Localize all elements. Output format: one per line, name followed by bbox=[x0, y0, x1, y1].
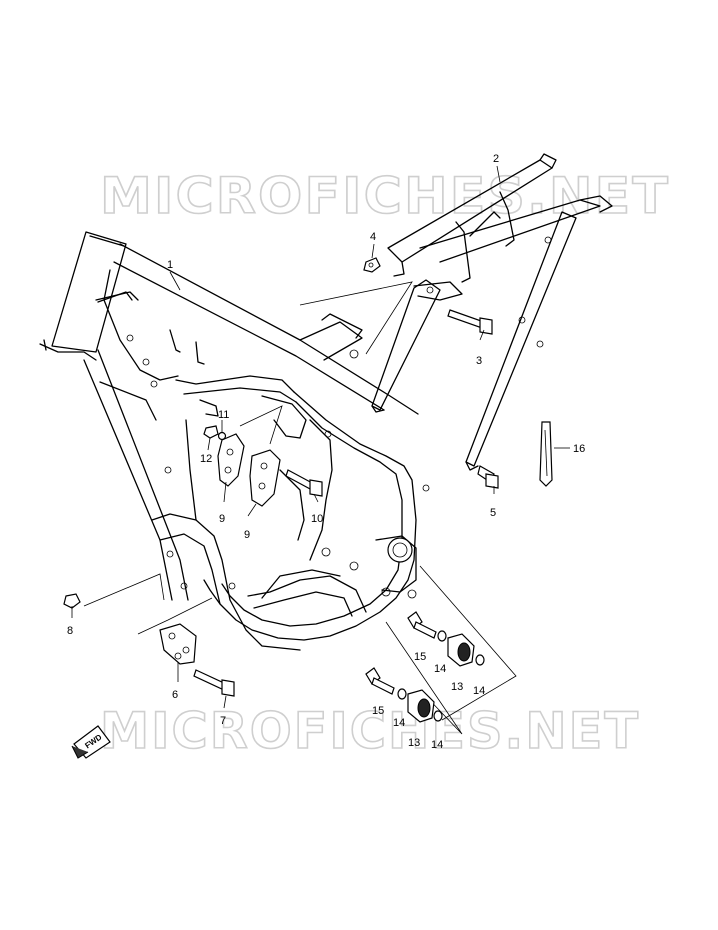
nut-8 bbox=[63, 593, 81, 609]
callout-2: 2 bbox=[493, 153, 499, 165]
bolt-3 bbox=[447, 309, 493, 335]
bracket-9-right bbox=[249, 449, 281, 507]
washer-11 bbox=[217, 431, 227, 441]
callout-16: 16 bbox=[573, 443, 585, 455]
callout-8: 8 bbox=[67, 625, 73, 637]
fwd-arrow-icon: FWD bbox=[71, 725, 111, 759]
leader-lines bbox=[71, 165, 570, 709]
bolt-15-upper bbox=[407, 611, 437, 639]
rear-subframe bbox=[371, 153, 613, 471]
washer-14-a bbox=[437, 630, 447, 642]
callout-14-b: 14 bbox=[473, 685, 485, 697]
callout-15-upper: 15 bbox=[414, 651, 426, 663]
bolt-5 bbox=[477, 465, 499, 489]
callout-15-lower: 15 bbox=[372, 705, 384, 717]
callout-4: 4 bbox=[370, 231, 376, 243]
guide-line-bolt-8 bbox=[83, 573, 165, 607]
watermark-bottom: MICROFICHES.NET bbox=[100, 702, 640, 760]
bracket-9-left bbox=[217, 433, 245, 487]
callout-5: 5 bbox=[490, 507, 496, 519]
callout-13-upper: 13 bbox=[451, 681, 463, 693]
callout-3: 3 bbox=[476, 355, 482, 367]
main-frame bbox=[39, 231, 430, 651]
nut-12 bbox=[203, 425, 219, 439]
callout-9-right: 9 bbox=[244, 529, 250, 541]
callout-6: 6 bbox=[172, 689, 178, 701]
washer-14-c bbox=[397, 688, 407, 700]
callout-14-d: 14 bbox=[431, 739, 443, 751]
nut-4 bbox=[363, 257, 381, 273]
callout-14-a: 14 bbox=[434, 663, 446, 675]
guide-line-pivot-a bbox=[419, 565, 517, 721]
guide-line-brackets-9 bbox=[239, 405, 283, 445]
strap-16 bbox=[539, 421, 553, 487]
guide-line-bracket-6 bbox=[137, 597, 213, 635]
bolt-7 bbox=[193, 669, 235, 697]
washer-14-b bbox=[475, 654, 485, 666]
bracket-6 bbox=[159, 623, 197, 665]
bolt-15-lower bbox=[365, 667, 395, 695]
callout-9-left: 9 bbox=[219, 513, 225, 525]
callout-7: 7 bbox=[220, 715, 226, 727]
bolt-10 bbox=[285, 469, 323, 497]
callout-13-lower: 13 bbox=[408, 737, 420, 749]
watermark-top: MICROFICHES.NET bbox=[100, 167, 670, 225]
callout-10: 10 bbox=[311, 513, 323, 525]
guide-line-subframe bbox=[299, 281, 413, 355]
bushing-13-upper bbox=[447, 633, 475, 667]
callout-12: 12 bbox=[200, 453, 212, 465]
bushing-13-lower bbox=[407, 689, 435, 723]
callout-1: 1 bbox=[167, 259, 173, 271]
callout-14-c: 14 bbox=[393, 717, 405, 729]
callout-11: 11 bbox=[218, 409, 229, 421]
washer-14-d bbox=[433, 710, 443, 722]
callout-labels: 1 2 3 4 5 6 7 8 9 9 10 11 12 13 13 14 14… bbox=[67, 153, 585, 751]
